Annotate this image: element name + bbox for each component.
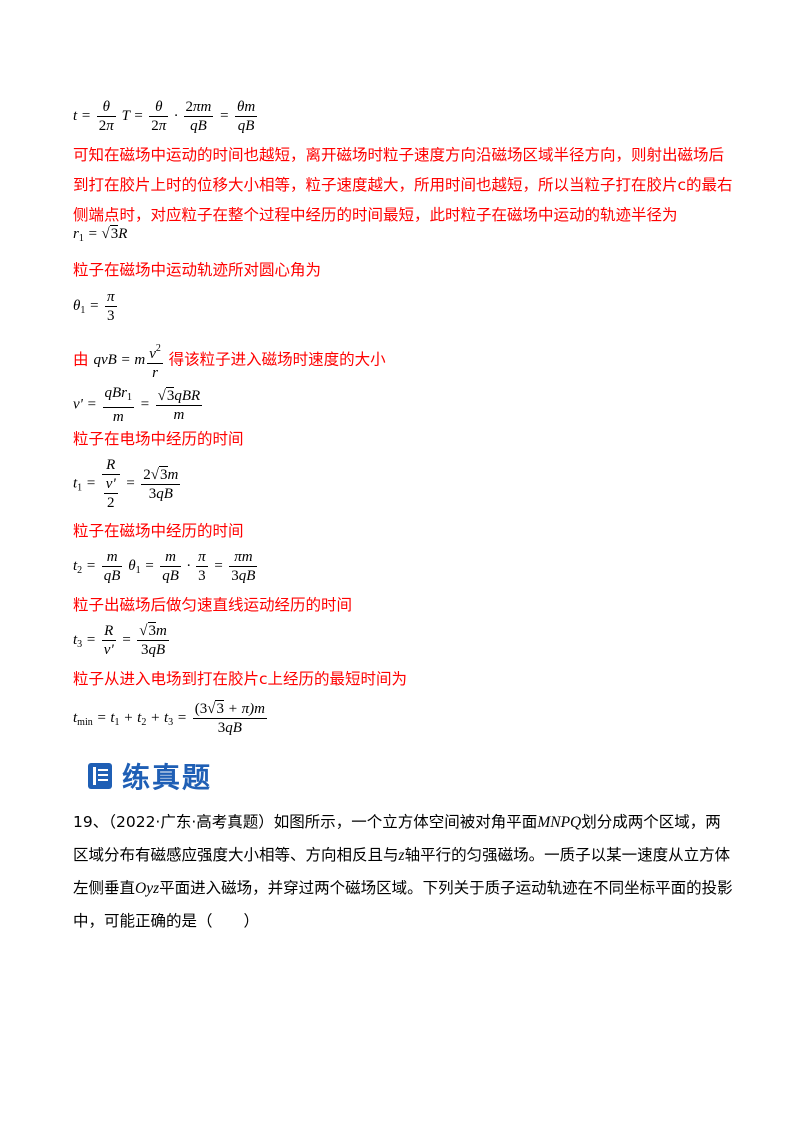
axis-label: z: [398, 847, 405, 864]
section-heading: 练真题: [88, 756, 212, 796]
problem-19: 19、（2022·广东·高考真题）如图所示，一个立方体空间被对角平面MNPQ划分…: [73, 806, 733, 937]
solution-paragraph-1: 可知在磁场中运动的时间也越短，离开磁场时粒子速度方向沿磁场区域半径方向，则射出磁…: [73, 146, 733, 224]
solution-p3-prefix: 由: [73, 350, 89, 369]
problem-text-1: 如图所示，一个立方体空间被对角平面: [273, 813, 538, 831]
problem-text-2: 划分成两个区域，两区域分布有磁感应强度大小相等、方向相反且与: [73, 813, 721, 864]
solution-paragraph-2: 粒子在磁场中运动轨迹所对圆心角为: [73, 261, 322, 279]
problem-number: 19、: [73, 813, 109, 831]
solution-paragraph-5: 粒子在磁场中经历的时间: [73, 522, 244, 540]
oyz-label: Oyz: [135, 880, 160, 897]
solution-paragraph-4: 粒子在电场中经历的时间: [73, 430, 244, 448]
solution-paragraph-6: 粒子出磁场后做匀速直线运动经历的时间: [73, 596, 353, 614]
solution-p3-suffix: 得该粒子进入磁场时速度的大小: [168, 350, 386, 369]
problem-source: （2022·广东·高考真题）: [108, 813, 274, 831]
problem-text-3: 轴平行的匀强磁场。一质子以某一速度从立方体左侧垂直: [73, 846, 731, 897]
solution-paragraph-7: 粒子从进入电场到打在胶片c上经历的最短时间为: [73, 670, 408, 688]
equation-radius: r1 = √3R: [73, 225, 128, 244]
plane-label: MNPQ: [537, 814, 582, 831]
book-icon: [88, 763, 112, 789]
problem-text-4: 平面进入磁场，并穿过两个磁场区域。下列关于质子运动轨迹在不同坐标平面的投影中，可…: [73, 879, 733, 930]
section-heading-text: 练真题: [122, 761, 213, 794]
